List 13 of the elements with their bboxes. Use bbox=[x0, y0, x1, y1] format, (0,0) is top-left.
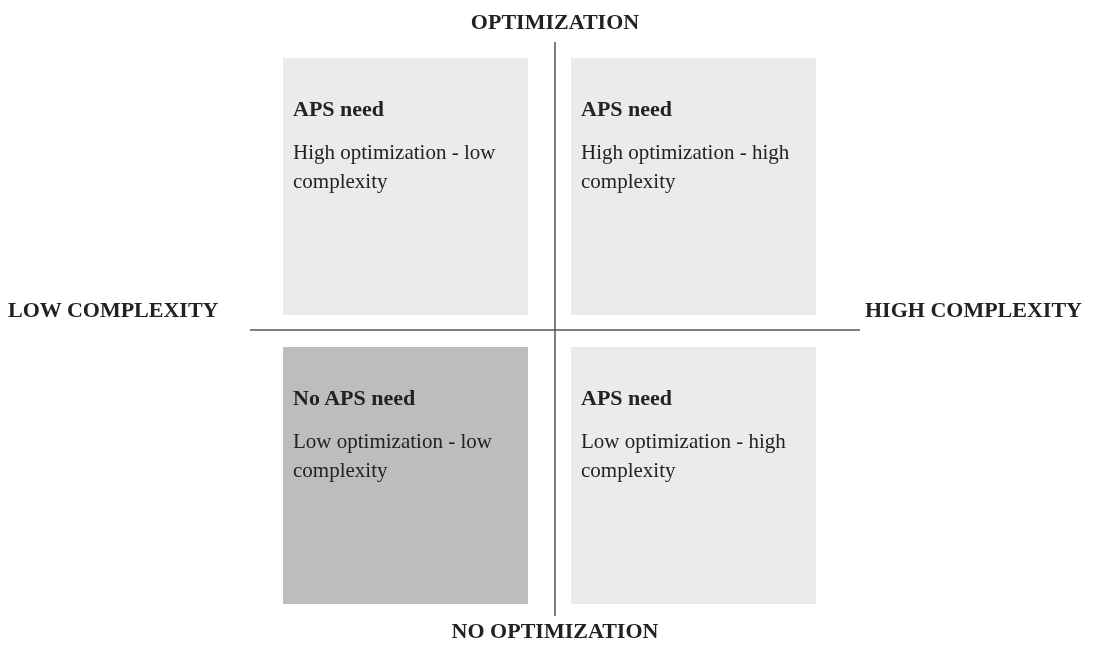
axis-label: NO OPTIMIZATION bbox=[450, 617, 660, 645]
quadrant-heading: No APS need bbox=[293, 385, 416, 411]
quadrant-description: High optimization - low complexity bbox=[293, 139, 497, 195]
quadrant-heading: APS need bbox=[293, 96, 385, 122]
axis-label: OPTIMIZATION bbox=[469, 8, 641, 36]
quadrant-heading: APS need bbox=[581, 96, 673, 122]
axis-label: HIGH COMPLEXITY bbox=[865, 296, 1082, 324]
quadrant-heading: APS need bbox=[581, 385, 673, 411]
quadrant-description: Low optimization - low complexity bbox=[293, 428, 493, 484]
quadrant-description: High optimization - high complexity bbox=[581, 139, 791, 195]
quadrant-description: Low optimization - high complexity bbox=[581, 428, 787, 484]
quadrant-box bbox=[283, 347, 528, 604]
axis-label: LOW COMPLEXITY bbox=[8, 296, 219, 324]
